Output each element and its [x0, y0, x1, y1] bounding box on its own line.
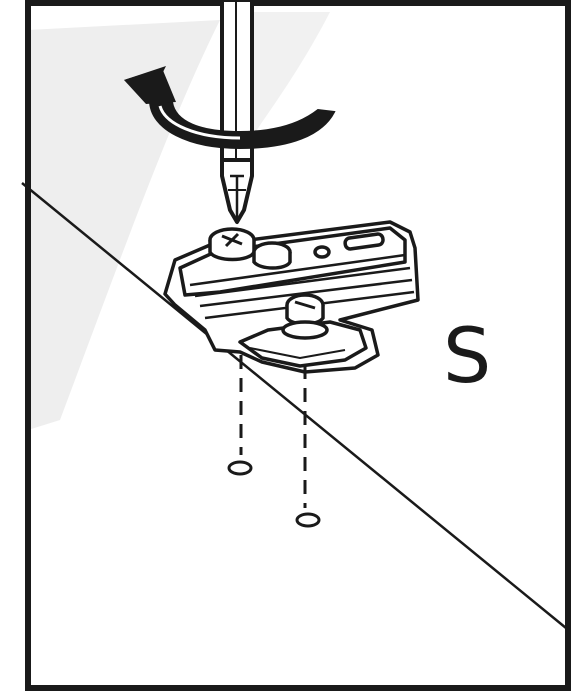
- screwdriver-icon: [220, 0, 254, 224]
- screw-middle: [252, 241, 292, 270]
- screw-hole-marker: [227, 460, 321, 528]
- frame-border: [25, 0, 571, 691]
- rotation-arrow-icon: [124, 66, 336, 150]
- guide-lines: [239, 355, 307, 508]
- screw-top: [208, 227, 256, 262]
- side-label: S: [443, 311, 492, 400]
- cabinet-edge-line: [21, 182, 567, 629]
- screw-front: [281, 293, 329, 340]
